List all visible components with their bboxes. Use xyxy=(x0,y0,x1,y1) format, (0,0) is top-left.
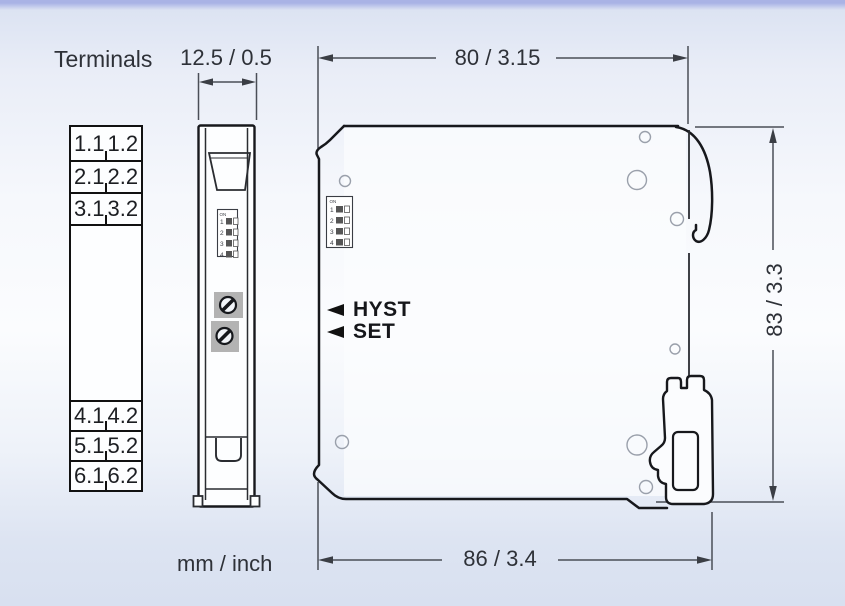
hyst-marker: HYST xyxy=(327,298,411,322)
narrow-side-view: ON 1 2 3 4 xyxy=(192,124,261,508)
adjustment-screws xyxy=(211,292,243,352)
terminal-row: 2.1 2.2 xyxy=(71,162,141,194)
terminal-cell: 5.1 xyxy=(73,433,105,458)
dim-total-depth-label: 86 / 3.4 xyxy=(463,546,537,571)
dip-position-label: 2 xyxy=(220,230,224,237)
dip-position-label: 2 xyxy=(330,218,334,225)
hole xyxy=(669,343,681,355)
terminals-title: Terminals xyxy=(54,46,153,72)
terminal-divider-tick xyxy=(105,421,107,430)
narrow-rail-channel xyxy=(192,436,261,508)
terminal-cell: 6.1 xyxy=(73,463,105,488)
dip-switch-main: ON 1 2 3 4 xyxy=(325,195,354,249)
terminal-row: 4.1 4.2 xyxy=(71,402,141,432)
ext-lines-body-width xyxy=(317,46,689,150)
arrowhead-icon xyxy=(769,486,777,501)
terminal-block-spacer xyxy=(71,226,141,402)
arrowhead-icon xyxy=(199,78,213,86)
dip-position-label: 1 xyxy=(220,219,224,226)
terminal-divider-tick xyxy=(105,481,107,490)
hole xyxy=(669,211,685,227)
terminal-cell: 1.1 xyxy=(73,130,105,156)
terminal-cell: 1.2 xyxy=(107,130,139,156)
dip-position-label: 3 xyxy=(220,241,224,248)
ext-lines-module-width xyxy=(197,73,258,120)
terminal-row: 3.1 3.2 xyxy=(71,194,141,226)
ext-lines-total-depth xyxy=(317,482,713,570)
arrowhead-icon xyxy=(769,128,777,143)
dip-position-label: 1 xyxy=(330,207,334,214)
dip-toggles xyxy=(336,205,350,246)
housing-holes xyxy=(334,130,685,495)
terminal-cell: 4.1 xyxy=(73,403,105,428)
terminal-row: 6.1 6.2 xyxy=(71,462,141,490)
label-holder xyxy=(207,152,252,191)
terminal-cell: 2.1 xyxy=(73,164,105,189)
main-side-view: ON 1 2 3 4 xyxy=(312,124,715,510)
dip-position-label: 3 xyxy=(330,229,334,236)
dip-rows: 1 2 3 4 xyxy=(330,207,334,247)
terminal-divider-tick xyxy=(105,151,107,160)
dim-body-width-label: 80 / 3.15 xyxy=(454,45,541,70)
terminal-cell: 4.2 xyxy=(107,403,139,428)
set-marker: SET xyxy=(327,320,395,344)
left-arrow-icon xyxy=(327,326,344,338)
arrowhead-icon xyxy=(697,556,712,564)
units-label: mm / inch xyxy=(177,551,273,576)
hole xyxy=(638,479,654,495)
screw-slot xyxy=(217,329,232,343)
dip-rows: 1 2 3 4 xyxy=(220,219,224,259)
foot-flange xyxy=(249,495,261,508)
narrow-module-inner-edges xyxy=(204,128,249,500)
dip-toggles xyxy=(226,217,239,258)
din-rail-clip xyxy=(648,374,715,506)
hyst-label: HYST xyxy=(353,298,412,321)
dip-position-label: 4 xyxy=(220,252,224,259)
arrowhead-icon xyxy=(318,556,333,564)
hole xyxy=(626,434,648,456)
dip-on-label: ON xyxy=(220,212,227,217)
set-label: SET xyxy=(353,320,396,343)
module-body-fill xyxy=(344,128,686,496)
terminal-divider-tick xyxy=(105,451,107,460)
dim-body-height-label: 83 / 3.3 xyxy=(762,263,787,337)
dip-on-label: ON xyxy=(330,199,337,204)
dimension-arrowheads xyxy=(199,54,777,564)
dim-module-width-label: 12.5 / 0.5 xyxy=(180,45,272,70)
terminal-row: 1.1 1.2 xyxy=(71,127,141,162)
left-arrow-icon xyxy=(327,304,344,316)
dimension-lines xyxy=(197,46,784,570)
terminal-cell: 5.2 xyxy=(107,433,139,458)
clip-slot xyxy=(671,430,700,492)
hole xyxy=(338,174,352,188)
hole xyxy=(334,434,350,450)
hole xyxy=(626,169,648,191)
dip-switch-side: ON 1 2 3 4 xyxy=(216,208,239,259)
terminal-cell: 3.1 xyxy=(73,196,105,221)
arrowhead-icon xyxy=(318,54,333,62)
terminal-divider-tick xyxy=(105,215,107,224)
terminal-row: 5.1 5.2 xyxy=(71,432,141,462)
screw-slot xyxy=(221,298,235,312)
arrowhead-icon xyxy=(673,54,688,62)
terminal-cell: 6.2 xyxy=(107,463,139,488)
arrowhead-icon xyxy=(242,78,256,86)
terminal-block: 1.1 1.2 2.1 2.2 3.1 3.2 4.1 4.2 5.1 5.2 … xyxy=(69,125,143,492)
module-outline xyxy=(312,124,714,510)
terminal-cell: 3.2 xyxy=(107,196,139,221)
foot-flange xyxy=(192,495,204,508)
dip-position-label: 4 xyxy=(330,240,334,247)
hole xyxy=(638,130,652,144)
terminal-divider-tick xyxy=(105,183,107,192)
terminal-cell: 2.2 xyxy=(107,164,139,189)
